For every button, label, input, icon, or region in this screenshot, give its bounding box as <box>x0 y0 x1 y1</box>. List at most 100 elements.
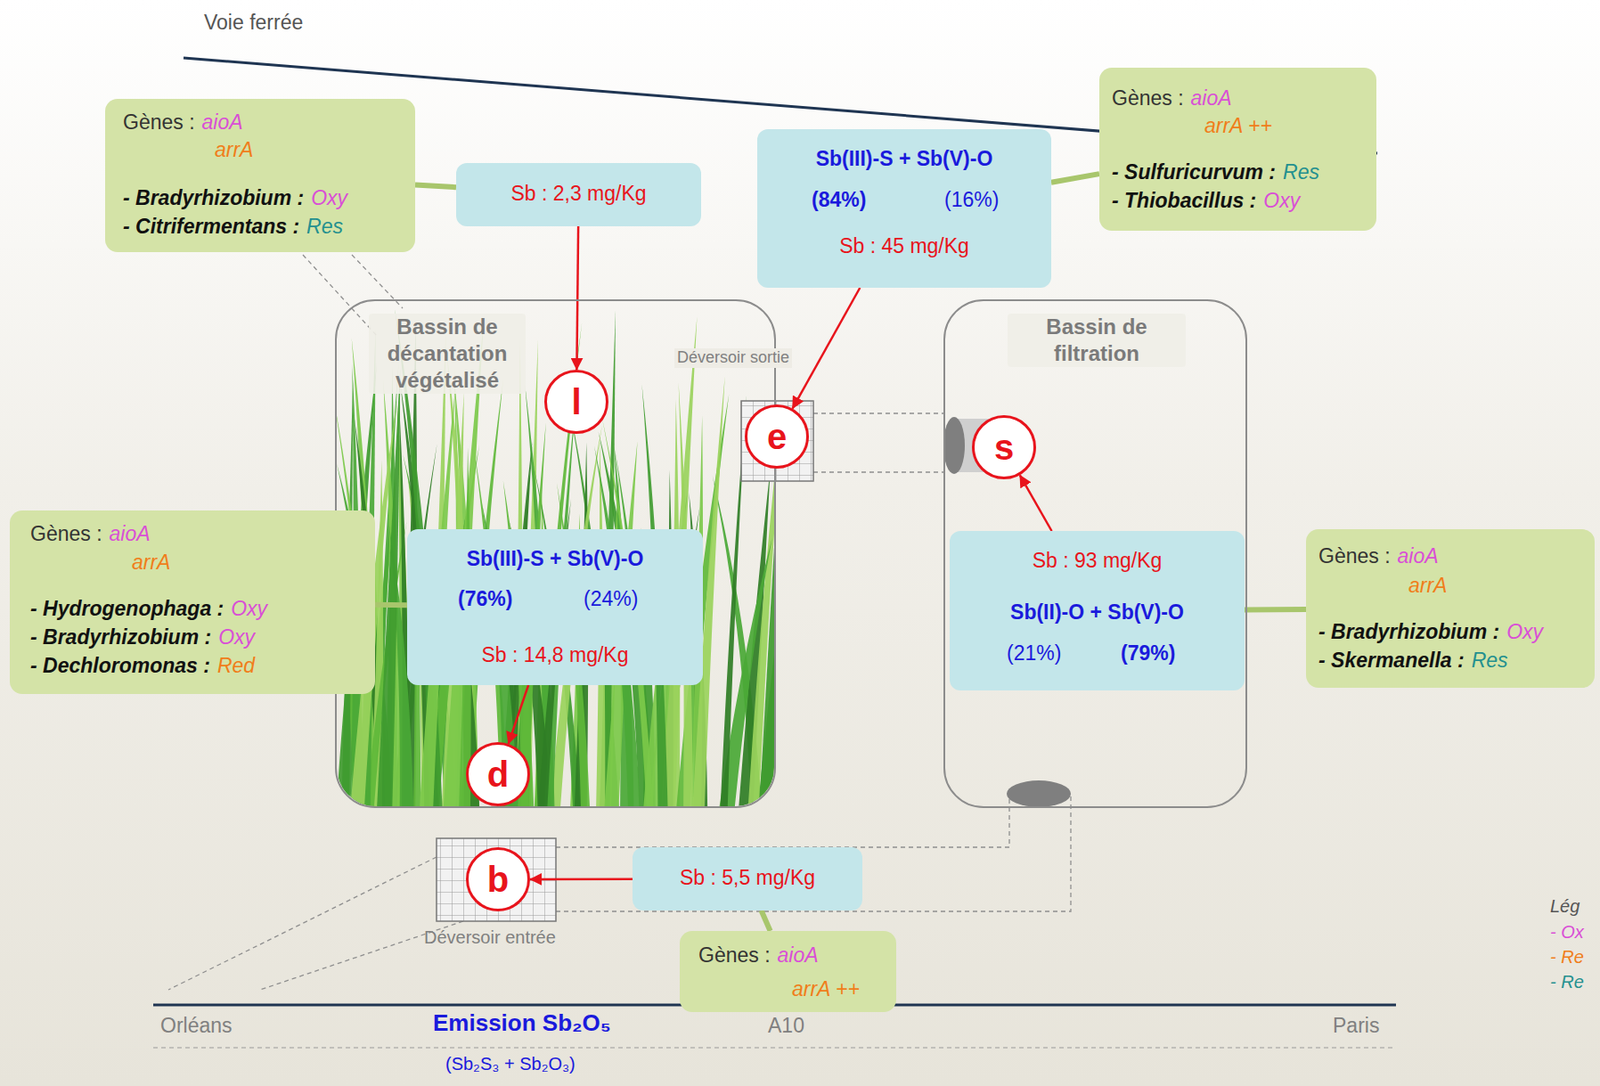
text-row: - Citrifermentans :Res <box>122 214 343 240</box>
reed-blade <box>376 366 400 807</box>
text-row: Gènes :aioA <box>122 110 244 136</box>
box-text: Sb : 93 mg/Kg <box>1032 548 1163 574</box>
callout-circle: d <box>465 742 531 807</box>
text-row: - Skermanella :Res <box>1318 648 1509 674</box>
drain-outlet <box>1006 780 1071 808</box>
text-row: Bassin de décantation végétalisé <box>368 313 526 394</box>
box-text: Res <box>306 214 343 240</box>
text-row: Gènes :aioA <box>698 943 819 969</box>
box-text: Oxy <box>1506 620 1543 645</box>
box-text: aioA <box>109 522 151 547</box>
box-text: arrA <box>131 550 171 576</box>
flow-arrow <box>576 226 579 370</box>
city-label: Paris <box>1332 1013 1380 1039</box>
box-text: Gènes : <box>698 943 771 969</box>
legend-entry: - Ox <box>1550 921 1584 943</box>
text-row: Gènes :aioA <box>1111 86 1233 112</box>
box-text: Sb(II)-O + Sb(V)-O <box>1010 600 1184 626</box>
box-text: arrA ++ <box>1204 114 1273 139</box>
emission-label: Emission Sb₂O₅ <box>432 1009 612 1037</box>
box-text: Sb : 5,5 mg/Kg <box>679 865 816 891</box>
text-row: arrA ++ <box>791 977 860 1003</box>
text-row: Sb : 5,5 mg/Kg <box>632 865 863 891</box>
box-text: Sb(III)-S + Sb(V)-O <box>816 146 994 172</box>
link-line <box>375 602 408 608</box>
box-text: Red <box>217 653 255 679</box>
box-text: Res <box>1282 160 1320 186</box>
box-text: Gènes : <box>122 110 196 136</box>
gene-box: Gènes :aioAarrA- Bradyrhizobium :Oxy- Sk… <box>1306 529 1595 688</box>
box-text: Gènes : <box>1111 86 1184 112</box>
text-row: - Bradyrhizobium :Oxy <box>30 625 255 651</box>
text-row: (24%) <box>583 587 638 613</box>
box-text: arrA ++ <box>791 977 860 1003</box>
flow-arrow <box>508 685 530 744</box>
box-text: - Hydrogenophaga : <box>30 596 224 622</box>
gene-box: Gènes :aioAarrA- Hydrogenophaga :Oxy- Br… <box>9 510 376 694</box>
box-text: Sb(III)-S + Sb(V)-O <box>466 546 645 572</box>
box-text: Oxy <box>218 625 255 651</box>
concentration-box: Sb : 2,3 mg/Kg <box>456 163 702 227</box>
box-text: Gènes : <box>1318 544 1391 570</box>
text-row: arrA ++ <box>1204 114 1273 139</box>
weir-grid <box>741 400 814 482</box>
text-row: - Hydrogenophaga :Oxy <box>30 596 268 622</box>
text-row: Sb : 14,8 mg/Kg <box>407 643 703 669</box>
link-line <box>1244 606 1307 613</box>
box-text: arrA <box>214 138 254 164</box>
box-text: - Citrifermentans : <box>122 214 300 240</box>
callout-circle: s <box>971 415 1037 480</box>
text-row: (21%) <box>1006 641 1062 667</box>
callout-letter: s <box>994 429 1014 466</box>
box-text: - Bradyrhizobium : <box>122 186 304 212</box>
box-text: - Dechloromonas : <box>30 653 211 679</box>
box-text: Sb : 45 mg/Kg <box>839 234 970 260</box>
reed-illustration <box>336 309 775 807</box>
text-row: Sb : 93 mg/Kg <box>949 548 1245 574</box>
legend-entry: - Re <box>1550 946 1584 968</box>
basin-outline: Bassin de décantation végétalisé lSb(III)… <box>334 299 776 809</box>
callout-letter: l <box>571 383 581 420</box>
basin-title: Bassin de filtration <box>1007 313 1186 368</box>
flow-arrow <box>792 287 861 409</box>
callout-letter: e <box>767 418 787 455</box>
text-row: (79%) <box>1120 641 1176 667</box>
box-text: Sb : 2,3 mg/Kg <box>510 181 646 207</box>
text-row: (16%) <box>944 187 999 213</box>
emission-detail: (Sb₂S₃ + Sb₂O₃) <box>445 1053 576 1075</box>
flow-arrow <box>1020 474 1053 531</box>
box-text: Oxy <box>1263 188 1300 214</box>
text-row: arrA <box>214 138 254 164</box>
text-row: (84%) <box>811 187 866 213</box>
link-line <box>761 910 771 931</box>
city-label: Orléans <box>160 1013 233 1039</box>
box-text: Oxy <box>230 596 268 622</box>
box-text: (76%) <box>457 587 513 613</box>
legend-entry: - Re <box>1550 971 1584 993</box>
link-line <box>415 184 457 188</box>
box-text: Sb : 14,8 mg/Kg <box>481 643 629 669</box>
text-row: Sb(III)-S + Sb(V)-O <box>407 546 703 572</box>
box-text: - Sulfuricurvum : <box>1111 160 1276 186</box>
text-row: Bassin de filtration <box>1007 313 1186 368</box>
basin-outline: Bassin de filtration s Sb : 93 mg/KgSb(II)… <box>943 299 1248 809</box>
text-row: Gènes :aioA <box>30 522 151 547</box>
legend-title: Lég <box>1550 895 1580 917</box>
box-text: Oxy <box>310 186 348 212</box>
callout-letter: d <box>487 756 509 792</box>
gene-box: Gènes :aioAarrA ++ - Sulfuricurvum :Res- … <box>1099 67 1377 231</box>
box-text: (24%) <box>583 587 638 613</box>
concentration-box: Sb : 93 mg/KgSb(II)-O + Sb(V)-O (21%) (79%… <box>949 530 1245 691</box>
box-text: Gènes : <box>30 522 103 547</box>
text-row: - Sulfuricurvum :Res <box>1111 160 1320 186</box>
concentration-box: Sb : 5,5 mg/Kg <box>632 847 863 911</box>
text-row: - Bradyrhizobium :Oxy <box>1318 620 1543 645</box>
road-label: A10 <box>767 1013 805 1039</box>
weir-label: Déversoir entrée <box>424 926 556 948</box>
flow-arrow <box>530 877 633 881</box>
text-row: arrA <box>131 550 171 576</box>
text-row: Sb : 45 mg/Kg <box>757 234 1052 260</box>
text-row: - Thiobacillus :Oxy <box>1111 188 1300 214</box>
